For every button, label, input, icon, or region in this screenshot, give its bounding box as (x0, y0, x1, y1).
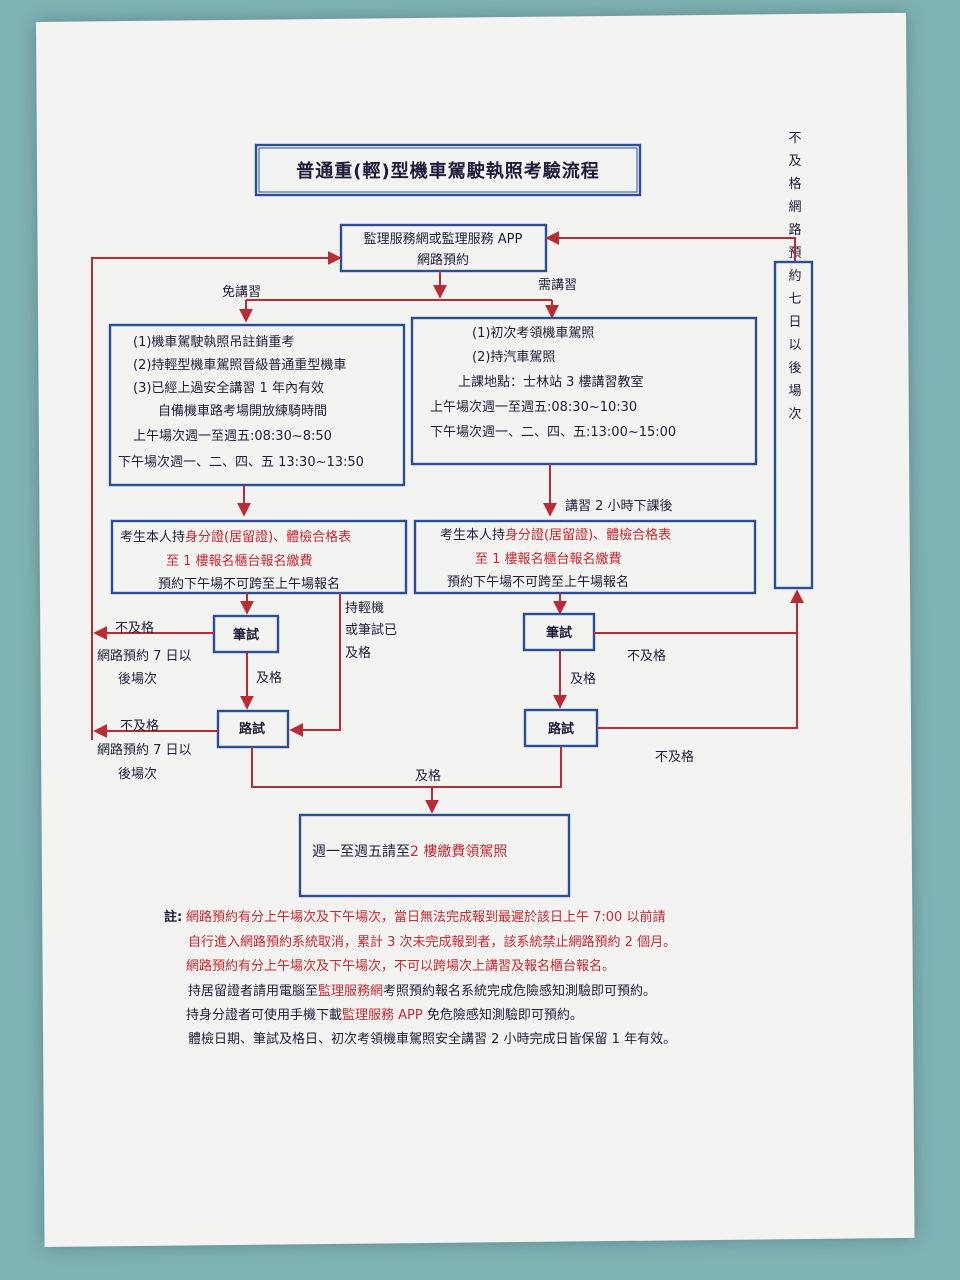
written-test-right-label: 筆試 (546, 625, 572, 641)
exempt-line-1: (1)機車駕駛執照吊註銷重考 (133, 334, 294, 350)
page-title: 普通重(輕)型機車駕駛執照考驗流程 (296, 160, 599, 182)
road-test-right-label: 路試 (548, 721, 574, 737)
lecture-line-2: (2)持汽車駕照 (472, 350, 555, 365)
exempt-line-5: 上午場次週一至週五:08:30~8:50 (133, 428, 332, 444)
lecture-box (410, 316, 758, 466)
title-box (254, 143, 642, 197)
register-left-line3: 預約下午場不可跨至上午場報名 (158, 576, 340, 592)
left-rebook-2b: 後場次 (118, 766, 157, 782)
register-left-line2: 至 1 樓報名櫃台報名繳費 (166, 553, 313, 569)
booking-box (339, 223, 548, 273)
side-rebook-box (773, 260, 814, 590)
notes-label: 註: (164, 909, 182, 925)
exempt-box (108, 323, 406, 487)
exempt-line-6: 下午場次週一、二、四、五 13:30~13:50 (118, 454, 364, 470)
note-line-6: 體檢日期、筆試及格日、初次考領機車駕照安全講習 2 小時完成日皆保留 1 年有效… (188, 1031, 676, 1047)
right-fail-2: 不及格 (655, 749, 694, 765)
need-lecture-label: 需講習 (538, 277, 577, 293)
no-lecture-label: 免講習 (222, 284, 261, 300)
exempt-line-3: (3)已經上過安全講習 1 年內有效 (133, 380, 324, 396)
note-line-4: 持居留證者請用電腦至監理服務網考照預約報名系統完成危險感知測驗即可預約。 (188, 983, 656, 999)
lecture-line-5: 下午場次週一、二、四、五:13:00~15:00 (430, 424, 676, 440)
road-test-left-label: 路試 (239, 721, 265, 737)
register-box-left (110, 519, 408, 595)
note-line-1: 網路預約有分上午場次及下午場次，當日無法完成報到最遲於該日上午 7:00 以前請 (186, 909, 665, 925)
left-fail-1: 不及格 (115, 620, 154, 636)
written-test-left-label: 筆試 (233, 627, 259, 643)
pass-final-label: 及格 (415, 768, 441, 784)
skip-label-2: 或筆試已 (345, 622, 397, 638)
side-rebook-text: 不及格網路預約七日以後場次 (786, 131, 802, 430)
booking-line2: 網路預約 (417, 252, 469, 268)
lecture-line-3: 上課地點：士林站 3 樓講習教室 (458, 374, 644, 390)
register-left-line1: 考生本人持身分證(居留證)、體檢合格表 (120, 529, 351, 545)
skip-label-3: 及格 (345, 645, 371, 661)
note-line-3: 網路預約有分上午場次及下午場次，不可以跨場次上講習及報名櫃台報名。 (186, 958, 615, 974)
skip-label-1: 持輕機 (345, 601, 384, 616)
lecture-line-1: (1)初次考領機車駕照 (472, 325, 594, 341)
note-line-2: 自行進入網路預約系統取消，累計 3 次未完成報到者，該系統禁止網路預約 2 個月… (188, 934, 676, 950)
right-pass-1: 及格 (570, 671, 596, 687)
register-box-right (413, 519, 757, 595)
left-pass-1: 及格 (256, 670, 282, 686)
note-line-5: 持身分證者可使用手機下載監理服務 APP 免危險感知測驗即可預約。 (186, 1007, 583, 1023)
exempt-line-4: 自備機車路考場開放練騎時間 (158, 403, 327, 419)
after-lecture-label: 講習 2 小時下課後 (565, 498, 673, 514)
register-right-line3: 預約下午場不可跨至上午場報名 (447, 574, 629, 590)
exempt-line-2: (2)持輕型機車駕照晉級普通重型機車 (133, 357, 346, 373)
left-rebook-2a: 網路預約 7 日以 (97, 742, 192, 758)
left-rebook-1a: 網路預約 7 日以 (97, 648, 192, 664)
register-right-line2: 至 1 樓報名櫃台報名繳費 (475, 551, 622, 567)
right-fail-1: 不及格 (627, 648, 666, 664)
lecture-line-4: 上午場次週一至週五:08:30~10:30 (430, 399, 637, 415)
register-right-line1: 考生本人持身分證(居留證)、體檢合格表 (440, 527, 671, 543)
license-box (298, 813, 571, 898)
left-rebook-1b: 後場次 (118, 671, 157, 687)
license-text: 週一至週五請至2 樓繳費領駕照 (312, 843, 507, 860)
left-fail-2: 不及格 (120, 718, 159, 734)
booking-line1: 監理服務網或監理服務 APP (364, 231, 523, 247)
